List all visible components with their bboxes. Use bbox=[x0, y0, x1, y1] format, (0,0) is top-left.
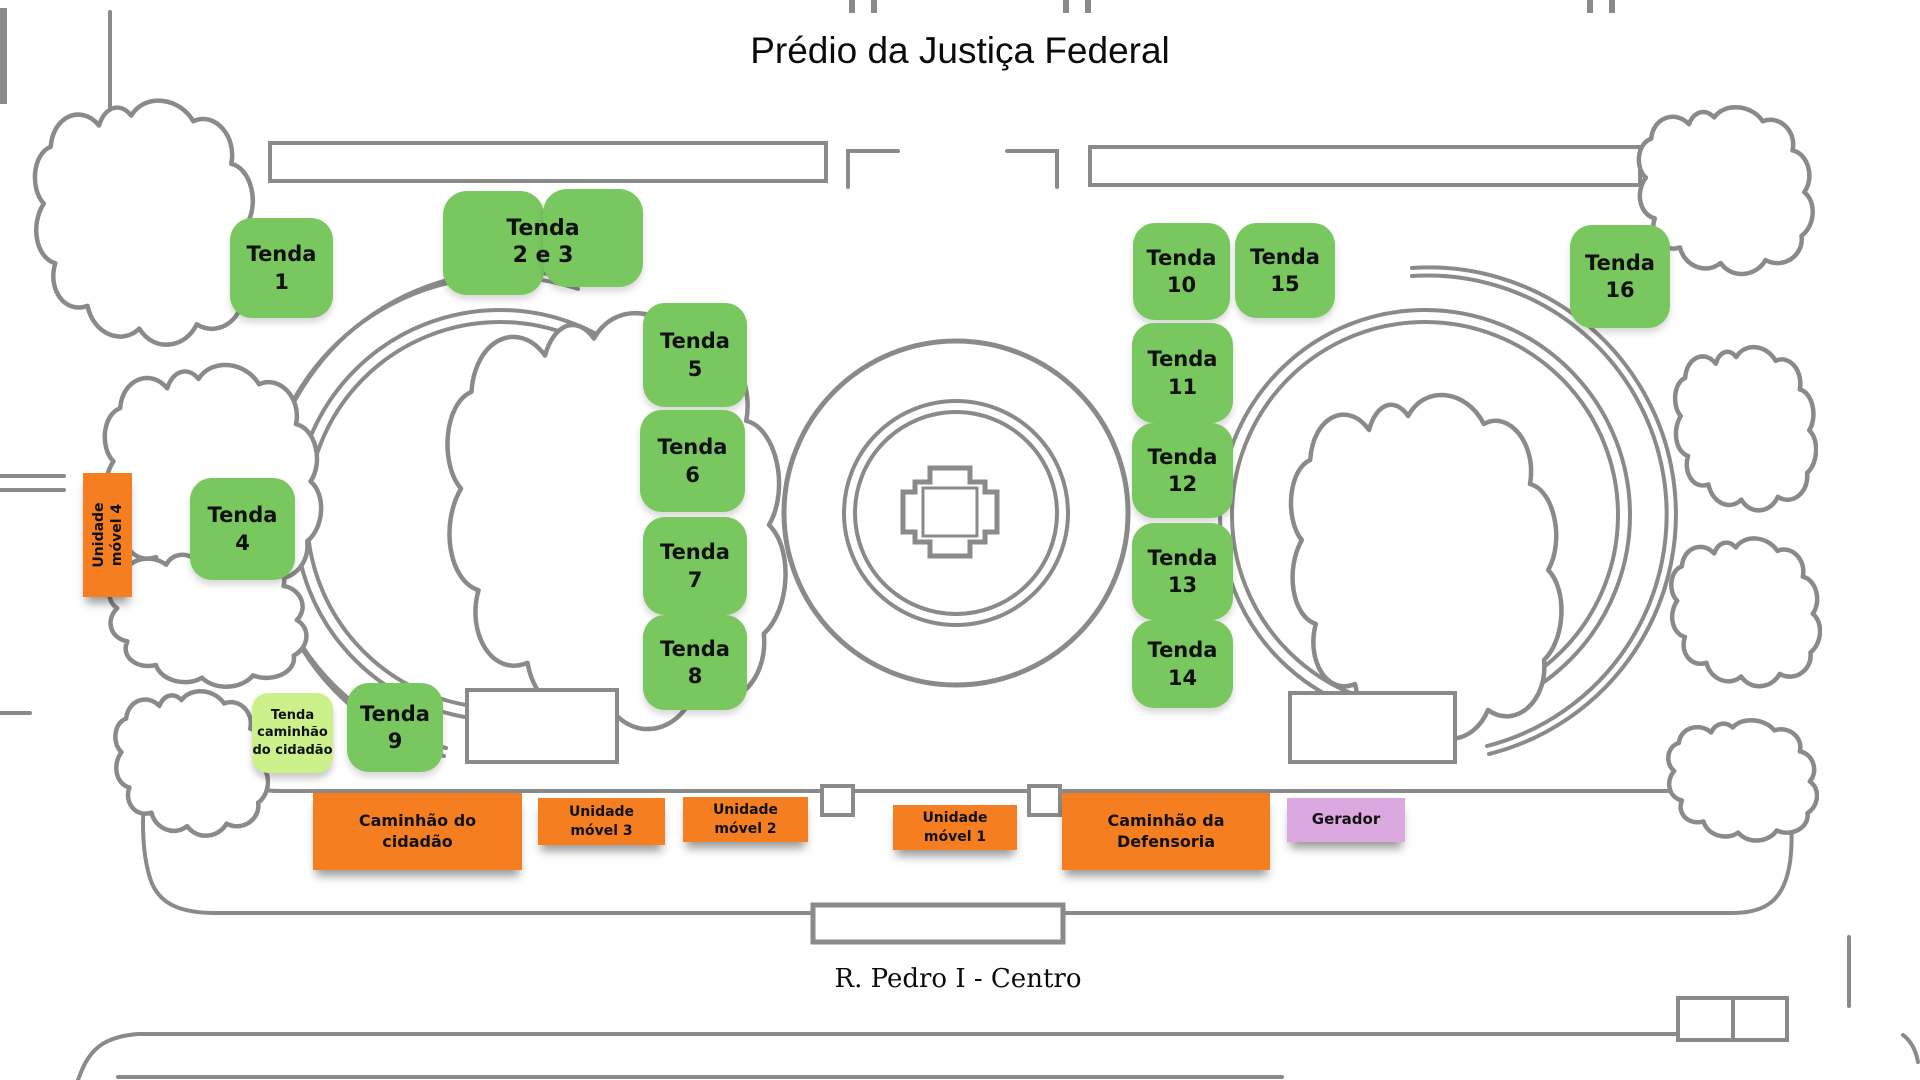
truck-caminhao-do-cidadao: Caminhão do cidadão bbox=[313, 793, 522, 870]
left-ring-pedestal bbox=[465, 688, 619, 764]
plaza-outer-boundary bbox=[141, 768, 1794, 915]
tree bbox=[1675, 347, 1816, 510]
unit-movel-1: Unidade móvel 1 bbox=[893, 805, 1017, 850]
unit-movel-2: Unidade móvel 2 bbox=[683, 797, 808, 842]
building-wall-left bbox=[268, 141, 828, 183]
tree bbox=[1291, 395, 1561, 739]
street-label: R. Pedro I - Centro bbox=[834, 964, 1082, 994]
unit-movel-3: Unidade móvel 3 bbox=[538, 798, 665, 845]
bottom-entrance-monument bbox=[810, 902, 1066, 945]
top-left-road-mark bbox=[0, 8, 7, 104]
left-road-dashes bbox=[0, 474, 66, 715]
right-hedge-outer-arc bbox=[1410, 265, 1678, 756]
street-curb-line bbox=[76, 1032, 1679, 1080]
gate-bracket-right bbox=[1005, 149, 1059, 189]
generator: Gerador bbox=[1287, 798, 1405, 842]
building-wall-right bbox=[1088, 145, 1642, 187]
fountain-outer-circle bbox=[781, 338, 1131, 688]
gate-post bbox=[1027, 784, 1062, 817]
tree bbox=[1666, 718, 1819, 843]
tree bbox=[113, 689, 270, 838]
gate-bracket-left bbox=[846, 149, 900, 189]
tree bbox=[35, 101, 257, 345]
gate-post bbox=[820, 784, 855, 817]
fountain-monument bbox=[900, 465, 1000, 559]
right-ring-pedestal bbox=[1288, 691, 1457, 764]
page-title: Prédio da Justiça Federal bbox=[750, 30, 1170, 71]
tree bbox=[1669, 536, 1822, 689]
truck-caminhao-da-defensoria: Caminhão da Defensoria bbox=[1062, 793, 1270, 870]
plaza-inner-walkway bbox=[229, 761, 1733, 793]
tent-caminhao-do-cidadao: Tenda caminhão do cidadão bbox=[252, 693, 333, 773]
